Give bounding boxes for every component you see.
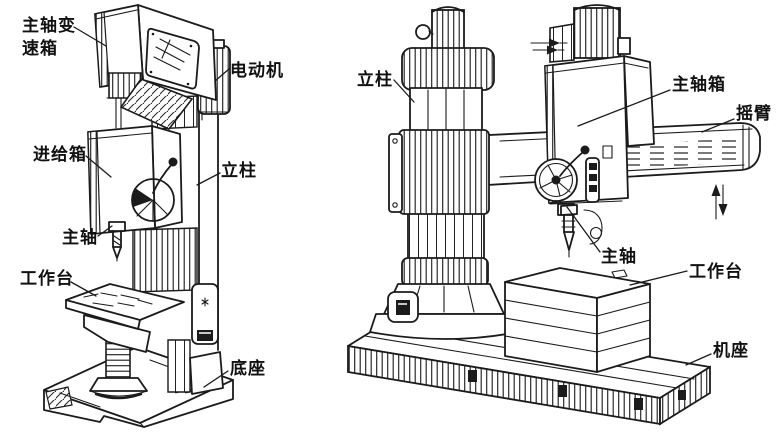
label-worktable-left: 工作台 (20, 268, 74, 288)
leader-spindle-right (566, 206, 601, 253)
right-leader-lines (393, 79, 735, 366)
table-surface-texture (83, 292, 153, 307)
label-spindle-right: 主轴 (601, 246, 637, 266)
head-window (145, 27, 200, 90)
left-leader-lines (70, 26, 230, 388)
left-machine-illustration: 主轴变 速箱 电动机 进给箱 立柱 主轴 工作台 底座 (20, 4, 284, 428)
horizontal-motion-arrows (530, 38, 568, 55)
left-worktable-drawing (65, 283, 185, 400)
label-worktable-right: 工作台 (689, 261, 743, 281)
label-spindle-gearbox-line2: 速箱 (22, 38, 58, 58)
leader-spindle-box (577, 89, 671, 127)
leader-motor (214, 68, 230, 82)
leader-spindle-gearbox (73, 26, 107, 47)
right-spindle-drawing (560, 204, 603, 258)
left-feed-box-drawing (87, 125, 183, 235)
head-window-hatch (153, 38, 191, 71)
spindle-handwheel (534, 145, 590, 202)
leader-radial-arm (701, 118, 735, 133)
leader-column-left (196, 172, 221, 186)
right-spindle-box-drawing (534, 4, 655, 258)
leader-worktable-left (70, 281, 97, 297)
leader-worktable-right (629, 270, 688, 286)
leader-machine-base (685, 353, 712, 366)
label-motor: 电动机 (230, 60, 284, 80)
leader-base-left (203, 370, 229, 388)
label-spindle-left: 主轴 (62, 227, 98, 247)
right-worktable-drawing (504, 267, 651, 373)
label-feed-box: 进给箱 (33, 144, 87, 164)
left-head-drawing (94, 4, 217, 130)
leader-spindle-left (97, 225, 113, 237)
label-machine-base: 机座 (713, 340, 749, 360)
left-spindle-drawing (108, 221, 126, 262)
label-base-left: 底座 (230, 358, 266, 378)
label-column-right: 立柱 (357, 69, 393, 89)
right-machine-illustration: 立柱 主轴箱 摇臂 主轴 工作台 机座 (347, 4, 772, 426)
leader-feed-box (85, 155, 112, 178)
label-column-left: 立柱 (221, 160, 257, 180)
right-arm-hub-drawing (388, 129, 490, 215)
left-column-clamp-drawing (191, 283, 219, 345)
label-radial-arm: 摇臂 (736, 103, 772, 123)
label-spindle-gearbox-line1: 主轴变 (22, 15, 76, 35)
leader-column-right (393, 79, 415, 103)
feed-handle (131, 157, 178, 222)
vertical-motion-arrows (711, 184, 728, 220)
label-spindle-box: 主轴箱 (672, 74, 726, 94)
